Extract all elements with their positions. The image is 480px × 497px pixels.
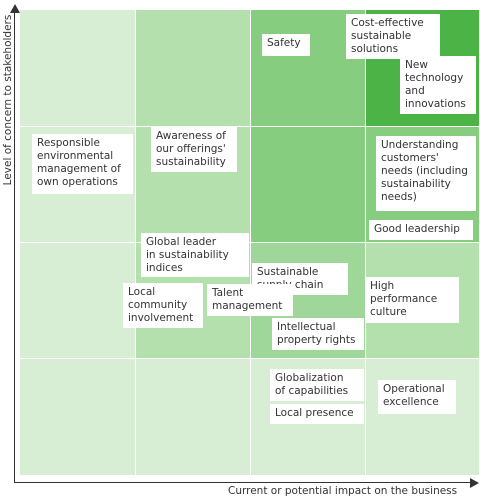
y-axis-line	[14, 12, 15, 483]
issue-responsible-environmental-management: Responsible environmental management of …	[32, 134, 133, 194]
x-axis-label: Current or potential impact on the busin…	[228, 485, 458, 497]
issue-safety: Safety	[262, 34, 310, 56]
issue-global-leader-sustainability-indices: Global leader in sustainability indices	[141, 233, 249, 277]
matrix-cell-r1-c1	[20, 10, 135, 126]
issue-talent-management: Talent management	[207, 284, 293, 316]
issue-local-community-involvement: Local community involvement	[123, 283, 203, 328]
y-axis-arrow-icon	[10, 4, 20, 13]
issue-intellectual-property-rights: Intellectual property rights	[272, 318, 364, 350]
x-axis-arrow-icon	[470, 477, 479, 488]
issue-local-presence: Local presence	[270, 404, 364, 424]
y-axis-label: Level of concern to stakeholders	[2, 14, 14, 186]
matrix-cell-r3-c1	[20, 243, 135, 358]
x-axis-line	[14, 482, 472, 483]
issue-operational-excellence: Operational excellence	[378, 380, 456, 414]
issue-new-technology: New technology and innovations	[400, 56, 476, 114]
matrix-cell-r4-c2	[136, 359, 250, 475]
matrix-cell-r4-c4	[366, 359, 479, 475]
matrix-cell-r2-c3	[251, 127, 365, 242]
issue-cost-effective-solutions: Cost-effective sustainable solutions	[346, 14, 440, 59]
issue-awareness-of-offerings: Awareness of our offerings' sustainabili…	[151, 127, 237, 172]
issue-understanding-customers-needs: Understanding customers' needs (includin…	[376, 136, 476, 211]
matrix-cell-r4-c1	[20, 359, 135, 475]
issue-good-leadership: Good leadership	[369, 220, 473, 240]
matrix-cell-r1-c2	[136, 10, 250, 126]
issue-high-performance-culture: High performance culture	[365, 277, 459, 323]
issue-globalization-of-capabilities: Globalization of capabilities	[270, 369, 364, 401]
